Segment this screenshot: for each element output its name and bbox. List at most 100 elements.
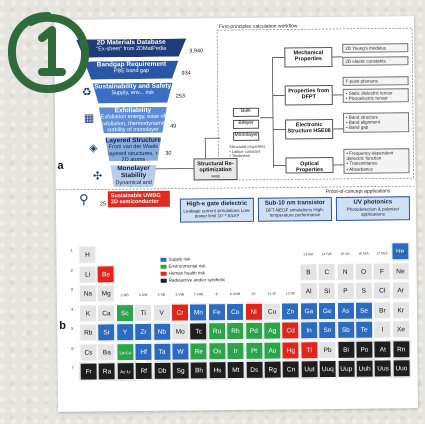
group-label: 11 IB xyxy=(267,291,276,296)
element-uut: Uut xyxy=(300,360,319,379)
group-label: 15 VA xyxy=(340,251,350,256)
period-number: 6 xyxy=(71,345,74,351)
element-b: B xyxy=(299,262,318,281)
element-ta: Ta xyxy=(152,342,172,361)
group-label: 12 IIB xyxy=(285,290,295,295)
element-be: Be xyxy=(96,264,116,283)
element-ir: Ir xyxy=(226,341,245,360)
element-tc: Tc xyxy=(189,322,208,341)
mech-output-2: 2D elastic constants xyxy=(342,56,409,66)
group-label: 17 VIIA xyxy=(376,250,388,256)
electronic-box: Electronic Structure HSE06 xyxy=(285,118,334,140)
element-cr: Cr xyxy=(170,302,190,322)
element-xe: Xe xyxy=(391,320,411,339)
element-zn: Zn xyxy=(281,301,300,321)
group-label: 16 VIA xyxy=(358,251,369,256)
period-number: 4 xyxy=(70,306,74,312)
element-ru: Ru xyxy=(207,322,227,341)
poc-title: Proof-of-concept applications xyxy=(325,188,391,196)
element-bh: Bh xyxy=(189,361,209,380)
element-uuq: Uuq xyxy=(318,359,337,379)
element-f: F xyxy=(372,261,392,281)
element-rg: Rg xyxy=(263,360,282,379)
group-label: 13 IIIA xyxy=(303,251,314,256)
element-ba: Ba xyxy=(97,342,116,361)
element-v: V xyxy=(152,303,171,322)
element-zr: Zr xyxy=(134,322,153,342)
element-ag: Ag xyxy=(263,321,282,340)
element-rh: Rh xyxy=(226,321,245,341)
element-ge: Ge xyxy=(318,301,337,320)
element-mt: Mt xyxy=(226,360,245,380)
mech-output-1: 2D Young's modulus xyxy=(342,43,409,53)
element-nb: Nb xyxy=(152,322,171,341)
element-po: Po xyxy=(355,340,374,359)
element-hf: Hf xyxy=(134,342,153,361)
group-label: 6 VIB xyxy=(175,292,185,297)
element-pb: Pb xyxy=(318,340,337,359)
element-h: H xyxy=(78,245,97,264)
element-sb: Sb xyxy=(336,320,355,339)
element-hg: Hg xyxy=(281,340,300,360)
workflow-connectors xyxy=(55,27,414,191)
element-se: Se xyxy=(354,301,374,320)
element-uus: Uus xyxy=(373,359,393,378)
element-ca: Ca xyxy=(97,303,116,322)
element-cs: Cs xyxy=(79,342,98,362)
element-hs: Hs xyxy=(208,361,227,380)
element-cu: Cu xyxy=(262,302,282,321)
element-ni: Ni xyxy=(244,302,263,321)
element-rn: Rn xyxy=(392,339,411,358)
bilayer-box: Bilayer xyxy=(233,119,260,130)
element-uuh: Uuh xyxy=(355,359,374,378)
group-label: 10 xyxy=(251,291,256,296)
element-in: In xyxy=(299,321,319,340)
element-li: Li xyxy=(78,264,97,284)
element-uuo: Uuo xyxy=(392,359,411,378)
mechanical-box: Mechanical Properties xyxy=(284,46,333,68)
dfpt-output-1: Γ-point phonons xyxy=(342,76,409,86)
circled-one-logo xyxy=(7,12,89,94)
element-rf: Rf xyxy=(134,361,153,381)
element-ga: Ga xyxy=(299,301,318,320)
element-c: C xyxy=(317,262,336,281)
element-mo: Mo xyxy=(171,322,190,341)
element-fr: Fr xyxy=(79,362,98,381)
panel-b-label: b xyxy=(59,319,66,332)
element-na: Na xyxy=(78,284,97,303)
element-si: Si xyxy=(317,281,337,301)
dfpt-output-2: • Static dielectric tensor• Piezoelectri… xyxy=(342,88,409,104)
element-al: Al xyxy=(299,282,318,301)
group-label: 7 VIIB xyxy=(193,291,204,296)
group-label: 3 IIIB xyxy=(120,292,129,297)
legend-environment: Environmental risk xyxy=(160,263,206,269)
legend-radioactive: Radioactive and/or synthetic xyxy=(160,277,225,283)
element-la-lu: La-Lu xyxy=(116,342,135,361)
monolayer-box: Monolayer xyxy=(233,131,260,142)
element-ra: Ra xyxy=(97,362,117,381)
element-rb: Rb xyxy=(79,323,98,342)
element-p: P xyxy=(336,281,355,300)
group-label: 4 IVB xyxy=(138,292,148,297)
element-ds: Ds xyxy=(245,360,264,379)
period-number: 2 xyxy=(70,267,73,273)
period-number: 3 xyxy=(70,286,74,292)
element-br: Br xyxy=(373,300,392,320)
optical-box: Optical Properties xyxy=(285,156,334,174)
legend-supply: Supply risk xyxy=(160,256,191,262)
element-n: N xyxy=(336,262,355,281)
period-number: 5 xyxy=(71,325,74,331)
element-au: Au xyxy=(263,341,282,360)
element-ar: Ar xyxy=(391,281,410,300)
element-sr: Sr xyxy=(97,323,116,342)
opt-outputs: • Frequency-dependent dielectric functio… xyxy=(343,148,410,174)
element-w: W xyxy=(171,341,190,361)
element-k: K xyxy=(78,303,98,323)
group-label: 14 IVA xyxy=(321,251,332,256)
element-sn: Sn xyxy=(318,320,337,340)
element-db: Db xyxy=(153,361,172,380)
element-mn: Mn xyxy=(189,302,208,321)
